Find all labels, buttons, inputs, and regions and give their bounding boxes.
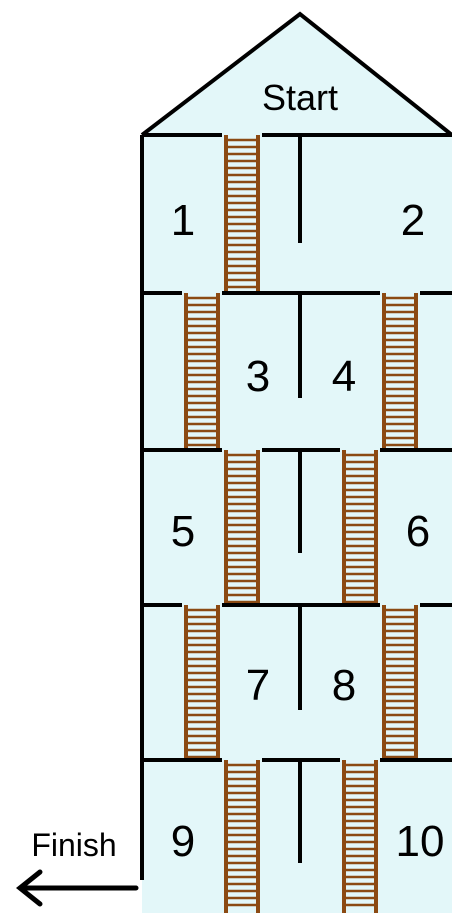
room-9-label: 9 bbox=[171, 817, 195, 866]
room-4-label: 4 bbox=[332, 352, 356, 401]
room-3-label: 3 bbox=[246, 352, 270, 401]
room-10-label: 10 bbox=[396, 817, 445, 866]
room-8-label: 8 bbox=[332, 661, 356, 710]
room-6-label: 6 bbox=[406, 507, 430, 556]
start-label: Start bbox=[262, 77, 338, 118]
room-5-label: 5 bbox=[171, 507, 195, 556]
finish-label: Finish bbox=[31, 827, 116, 863]
room-1-label: 1 bbox=[171, 196, 195, 245]
room-7-label: 7 bbox=[246, 661, 270, 710]
room-2-label: 2 bbox=[401, 196, 425, 245]
arrow-left-icon bbox=[20, 872, 136, 904]
